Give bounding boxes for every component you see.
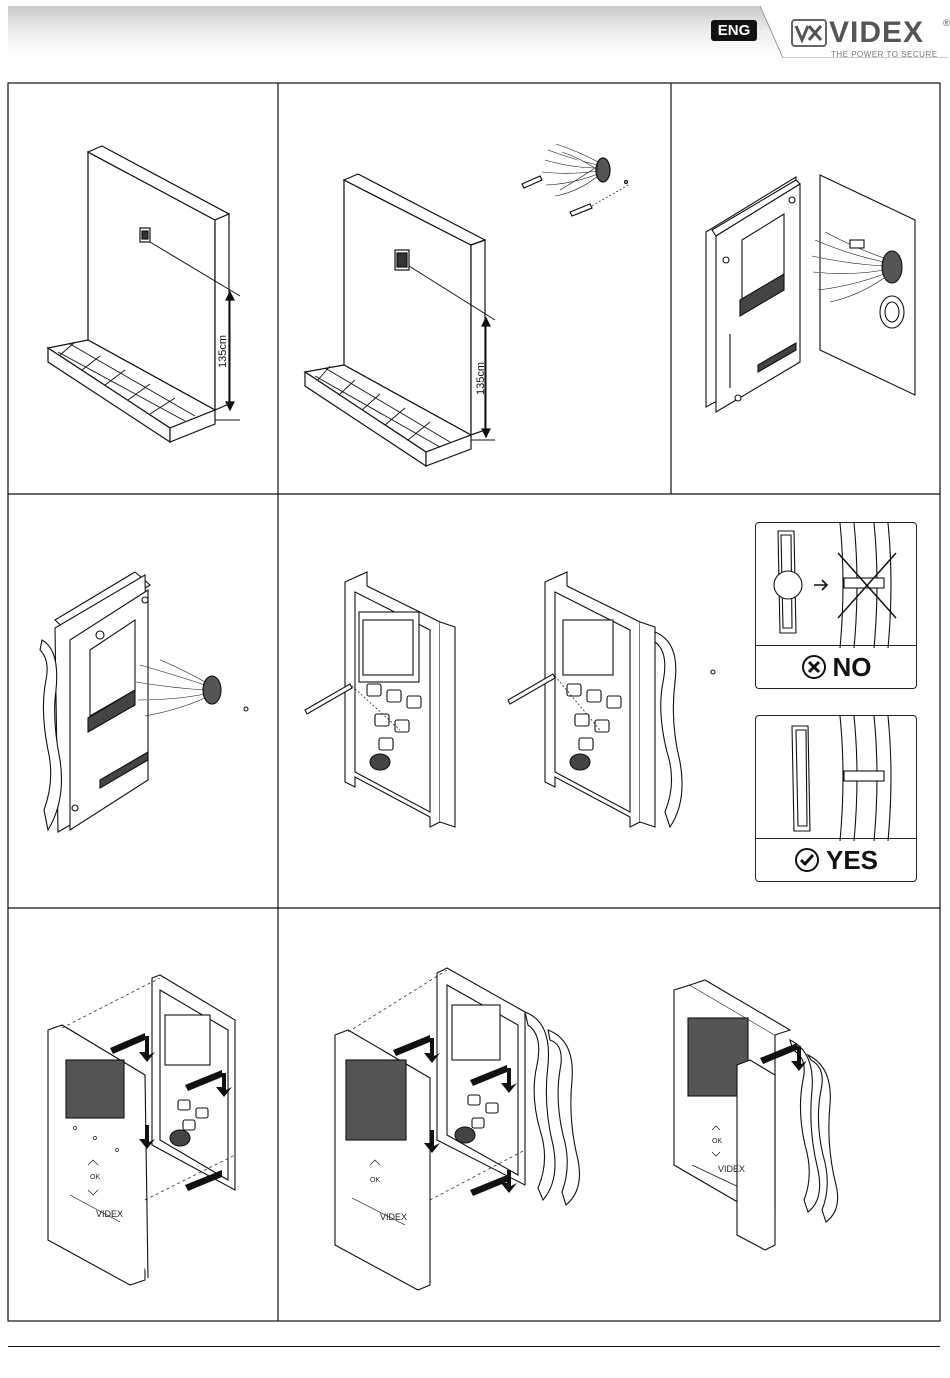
step-frame-backbox xyxy=(706,175,915,412)
height-label-1: 135cm xyxy=(217,335,229,368)
step-mounted-unit xyxy=(674,980,838,1250)
step-frame-side xyxy=(40,572,248,832)
device-ok-3: OK xyxy=(712,1138,722,1145)
step-frame-screws xyxy=(305,572,715,827)
right-label: YES xyxy=(826,845,878,876)
right-label-row: YES xyxy=(756,838,916,881)
wrong-label-row: NO xyxy=(756,645,916,688)
wrong-label: NO xyxy=(833,652,872,683)
check-circle-icon xyxy=(794,847,820,873)
device-logo-2: VIDEX xyxy=(380,1212,407,1222)
step-attach-cover-b xyxy=(335,968,580,1290)
mounting-check-right: YES xyxy=(755,715,917,882)
cross-circle-icon xyxy=(801,654,827,680)
device-ok-2: OK xyxy=(370,1177,380,1184)
mounting-check-wrong: NO xyxy=(755,522,917,689)
device-logo-3: VIDEX xyxy=(718,1164,745,1174)
step-attach-cover-a xyxy=(48,975,235,1285)
step-wall-box-cables xyxy=(305,144,630,466)
right-mounting-illustration xyxy=(756,716,916,841)
wrong-mounting-illustration xyxy=(756,523,916,648)
device-logo-1: VIDEX xyxy=(96,1209,123,1219)
footer-rule xyxy=(8,1346,940,1347)
step-wall-box-height xyxy=(48,146,240,442)
height-label-2: 135cm xyxy=(475,362,487,395)
device-ok-1: OK xyxy=(90,1174,100,1181)
